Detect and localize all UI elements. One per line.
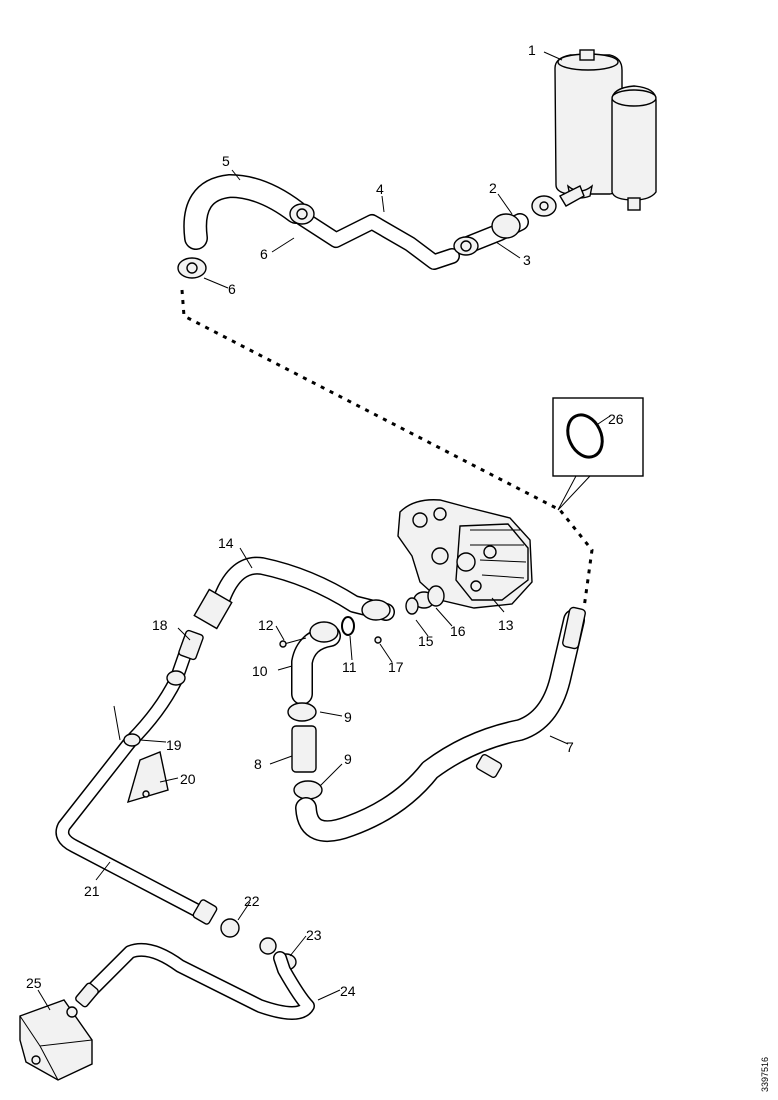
elbow-fitting (279, 616, 382, 800)
callout-21: 21 (84, 883, 100, 899)
leader-lines (37, 51, 611, 1011)
callout-22: 22 (244, 893, 260, 909)
callout-5: 5 (222, 153, 230, 169)
callout-6-upper: 6 (260, 246, 268, 262)
callout-18: 18 (152, 617, 168, 633)
callout-labels: 1 2 3 4 5 6 6 7 8 9 9 10 11 12 13 14 15 … (26, 42, 624, 999)
hose-7 (295, 606, 586, 843)
callout-17: 17 (388, 659, 404, 675)
callout-25: 25 (26, 975, 42, 991)
drawing-number: 3397516 (760, 1057, 770, 1092)
hose-24-and-filter-25 (19, 942, 315, 1081)
callout-24: 24 (340, 983, 356, 999)
callout-10: 10 (252, 663, 268, 679)
callout-9-upper: 9 (344, 709, 352, 725)
callout-15: 15 (418, 633, 434, 649)
upper-hose-assembly (177, 174, 585, 279)
callout-11: 11 (342, 659, 357, 675)
pump-body (397, 499, 533, 615)
hose-14 (193, 556, 395, 630)
callout-13: 13 (498, 617, 514, 633)
callout-1: 1 (528, 42, 536, 58)
callout-9-lower: 9 (344, 751, 352, 767)
callout-23: 23 (306, 927, 322, 943)
callout-19: 19 (166, 737, 182, 753)
callout-4: 4 (376, 181, 384, 197)
pipe-21 (55, 629, 297, 971)
callout-16: 16 (450, 623, 466, 639)
callout-26: 26 (608, 411, 624, 427)
callout-20: 20 (180, 771, 196, 787)
callout-8: 8 (254, 756, 262, 772)
callout-12: 12 (258, 617, 274, 633)
callout-7: 7 (566, 739, 574, 755)
inset-box-o-ring (552, 397, 644, 511)
callout-14: 14 (218, 535, 234, 551)
reservoir-tanks (554, 49, 657, 211)
callout-6-lower: 6 (228, 281, 236, 297)
callout-3: 3 (523, 252, 531, 268)
callout-2: 2 (489, 180, 497, 196)
